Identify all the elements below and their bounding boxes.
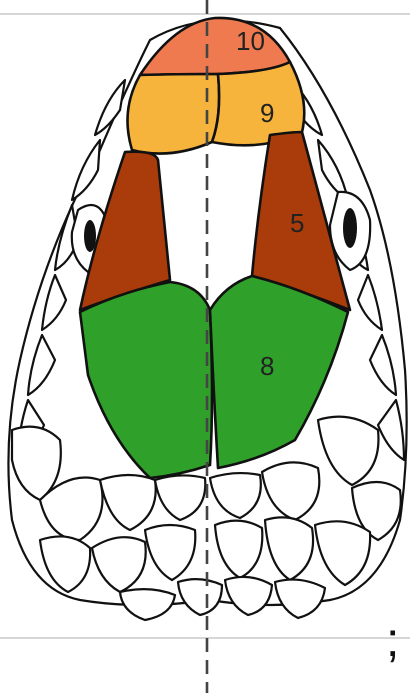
- internasal-label: 9: [260, 98, 274, 128]
- frontal-label: 8: [260, 351, 274, 381]
- internasal-plate-left: [128, 74, 220, 154]
- prefrontal-label: 5: [290, 208, 304, 238]
- rostral-label: 10: [236, 26, 265, 56]
- trailing-semicolon: ;: [386, 614, 399, 667]
